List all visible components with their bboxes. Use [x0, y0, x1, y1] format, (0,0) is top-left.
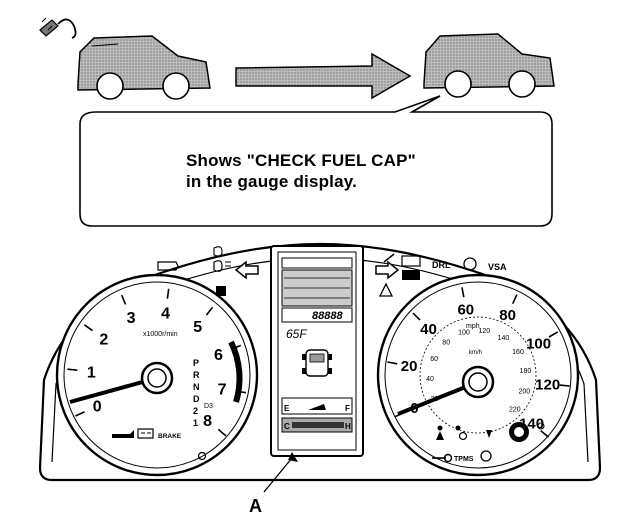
speed-kmh-number: 80: [442, 340, 450, 347]
gear-letter: D: [193, 394, 200, 404]
speed-tick: [412, 312, 421, 321]
vsa-indicator: VSA: [488, 262, 507, 272]
airbag-icon: [455, 425, 468, 441]
speed-unit-outer: mph: [466, 323, 480, 330]
speed-kmh-number: 40: [426, 376, 434, 383]
speed-unit-inner: km/h: [469, 350, 482, 356]
tach-tick: [166, 288, 170, 299]
tach-number: 0: [93, 399, 102, 416]
speedometer: 020406080100120140 204060801001201401601…: [376, 273, 580, 477]
speed-number: 120: [535, 377, 560, 394]
caption: Shows "CHECK FUEL CAP" in the gauge disp…: [186, 150, 546, 192]
speed-tick: [559, 384, 570, 387]
warning-triangle-icon: [378, 282, 394, 297]
arrow-right-icon: [235, 52, 412, 100]
brake-label: BRAKE: [158, 433, 182, 440]
speed-tick: [511, 294, 518, 305]
headlight-icon: [213, 260, 231, 272]
engine-icon: [157, 261, 179, 271]
car-icon: [423, 33, 555, 98]
gear-letter: R: [193, 370, 200, 380]
callout-letter: A: [249, 496, 262, 516]
battery-icon: [137, 428, 154, 439]
speed-tick: [387, 361, 398, 365]
speed-tick: [548, 331, 559, 338]
abs-icon: [486, 430, 492, 438]
speed-number: 40: [420, 321, 437, 338]
odometer-readout: 88888: [312, 310, 343, 322]
speed-kmh-number: 140: [498, 335, 510, 342]
temperature-readout: 65F: [286, 327, 307, 341]
gear-letter: 2: [193, 406, 198, 416]
speed-tick: [540, 430, 550, 438]
speed-kmh-number: 180: [520, 368, 532, 375]
tach-number: 7: [218, 382, 227, 399]
temp-cold-label: C: [284, 422, 290, 431]
seat-belt-icon: [436, 425, 444, 440]
speed-kmh-number: 60: [430, 356, 438, 363]
callout-box: [79, 95, 553, 227]
fuel-full-label: F: [345, 404, 350, 413]
caption-line-2: in the gauge display.: [186, 172, 358, 191]
fog-light-icon: [213, 246, 223, 257]
tpms-label: TPMS: [454, 456, 474, 463]
fuel-empty-label: E: [284, 404, 290, 413]
drl-indicator: DRL: [432, 260, 451, 270]
gear-d3-label: D3: [204, 403, 213, 410]
tach-number: 6: [214, 347, 223, 364]
speed-kmh-number: 220: [509, 406, 521, 413]
tach-tick: [120, 294, 127, 305]
caption-line-1: Shows "CHECK FUEL CAP": [186, 151, 416, 170]
fuel-cap-icon: [39, 17, 77, 39]
key-icon: [432, 453, 453, 463]
tach-number: 2: [99, 332, 108, 349]
gear-letter: 1: [193, 418, 198, 428]
speed-tick: [461, 287, 465, 298]
tach-number: 4: [161, 305, 170, 322]
tach-number: 3: [127, 310, 136, 327]
speed-kmh-number: 160: [512, 349, 524, 356]
tach-unit-label: x1000r/min: [143, 331, 178, 338]
vsa-icon: [463, 257, 477, 271]
temp-hot-label: H: [345, 422, 351, 431]
gear-letter: P: [193, 358, 199, 368]
parking-icon: [216, 286, 226, 296]
car-icon: [302, 349, 332, 377]
oil-can-icon: [112, 430, 134, 438]
tach-number: 8: [203, 413, 212, 430]
tach-tick: [67, 368, 78, 371]
speed-number: 60: [457, 302, 474, 319]
tach-tick: [75, 411, 85, 417]
leader-line: [263, 452, 298, 493]
tach-number: 5: [193, 319, 202, 336]
turn-signal-right-icon: [375, 260, 400, 280]
speed-kmh-number: 100: [458, 330, 470, 337]
speed-number: 100: [526, 335, 551, 352]
tach-tick: [217, 428, 227, 437]
turn-signal-left-icon: [234, 260, 259, 280]
tach-tick: [83, 324, 93, 332]
car-icon: [77, 35, 211, 100]
center-display: 88888 65F E F C H: [270, 245, 364, 457]
cruise-icon: [383, 253, 421, 280]
gear-letter: N: [193, 382, 200, 392]
speed-kmh-number: 120: [478, 328, 490, 335]
tach-tick: [205, 306, 214, 316]
speed-number: 20: [401, 358, 418, 375]
speed-number: 80: [499, 307, 516, 324]
speed-kmh-number: 200: [518, 388, 530, 395]
tach-number: 1: [87, 364, 96, 381]
